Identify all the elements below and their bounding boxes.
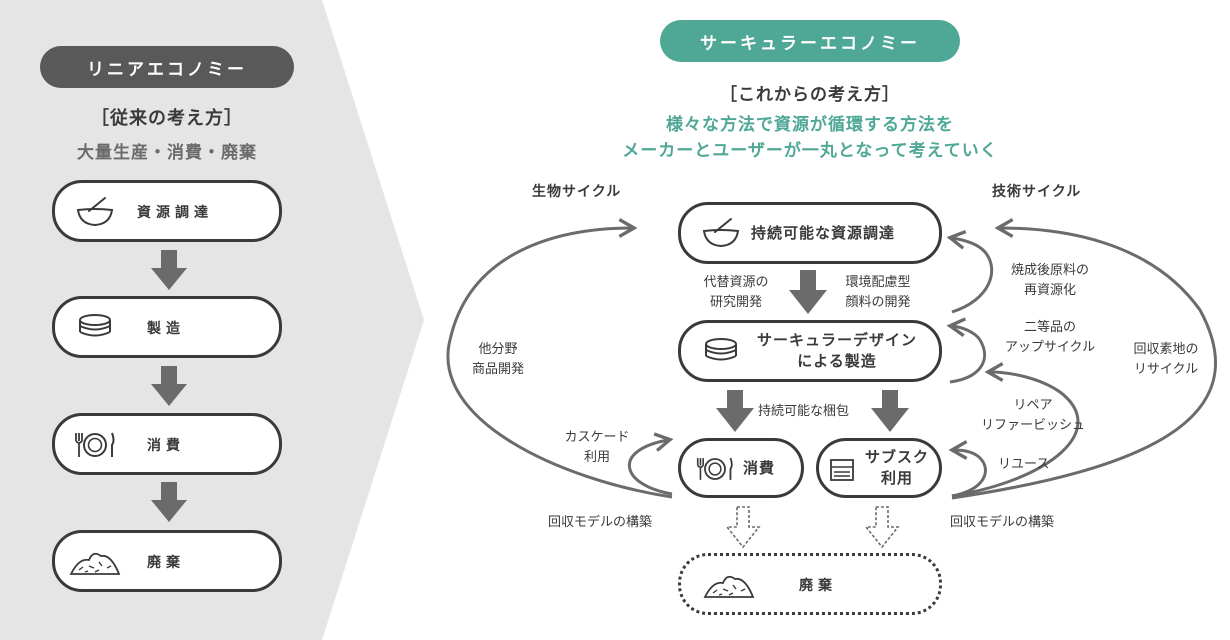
plates-icon (705, 338, 737, 361)
ann-second-grade: 二等品の アップサイクル (990, 318, 1110, 358)
node-circular-design: サーキュラーデザイン による製造 (678, 320, 942, 382)
node-design-line-2: による製造 (797, 352, 877, 370)
ann-alt-resource-2: 研究開発 (709, 295, 762, 310)
ann-body-recycle-2: リサイクル (1133, 362, 1199, 377)
ann-cascade-2: 利用 (583, 450, 610, 465)
linear-badge-label: リニアエコノミー (87, 59, 247, 80)
subscription-box-icon (830, 459, 854, 481)
cascade-curve (627, 432, 674, 496)
linear-step-consume: 消費 (52, 413, 282, 475)
linear-step-sourcing-label: 資源調達 (137, 205, 213, 221)
reuse-curve (948, 440, 987, 498)
ann-other-field-2: 商品開発 (471, 362, 524, 377)
node-sustainable-sourcing: 持続可能な資源調達 (678, 202, 942, 264)
ann-cascade-1: カスケード (564, 430, 630, 445)
ann-other-field: 他分野 商品開発 (458, 340, 538, 380)
ann-reuse: リユース (998, 457, 1050, 472)
ann-packaging: 持続可能な梱包 (758, 404, 850, 419)
tech-cycle-label: 技術サイクル (992, 184, 1082, 200)
ann-eco-pigment-2: 顔料の開発 (845, 295, 911, 310)
ann-cascade: カスケード 利用 (552, 428, 642, 468)
ann-other-field-1: 他分野 (478, 342, 518, 357)
ann-repair: リペア リファービッシュ (968, 396, 1098, 436)
circular-badge-label: サーキュラーエコノミー (700, 33, 920, 54)
node-subscription-line-2: 利用 (880, 469, 913, 487)
ann-body-recycle: 回収素地の リサイクル (1118, 340, 1214, 380)
linear-subtitle: ［従来の考え方］ (91, 108, 243, 129)
repair-curve (951, 362, 1080, 498)
linear-step-manufacture: 製造 (52, 296, 282, 358)
linear-step-waste: 廃棄 (52, 530, 282, 592)
linear-step-sourcing: 資源調達 (52, 180, 282, 242)
bowl-icon (76, 197, 114, 227)
plates-icon (79, 314, 111, 337)
node-consume-label: 消費 (743, 459, 776, 477)
ann-second-grade-1: 二等品の (1023, 320, 1076, 335)
ann-second-grade-2: アップサイクル (1004, 340, 1096, 355)
circular-down-arrows (716, 270, 909, 432)
ann-collect-left: 回収モデルの構築 (548, 515, 653, 530)
linear-down-arrows (151, 250, 187, 522)
bowl-icon (702, 218, 740, 248)
node-waste: 廃棄 (678, 553, 942, 615)
node-subscription-label: サブスク 利用 (857, 447, 937, 489)
ann-eco-pigment-1: 環境配慮型 (845, 275, 911, 290)
circular-subtitle: ［これからの考え方］ (720, 85, 900, 105)
node-design-line-1: サーキュラーデザイン (756, 331, 917, 349)
dining-icon (696, 457, 733, 480)
linear-economy-badge: リニアエコノミー (40, 46, 294, 88)
ann-collect-right: 回収モデルの構築 (950, 515, 1055, 530)
bio-cycle-curve (446, 218, 673, 499)
linear-description: 大量生産・消費・廃棄 (77, 143, 257, 163)
waste-pile-icon (69, 552, 121, 575)
node-subscription: サブスク 利用 (816, 438, 942, 498)
ann-alt-resource-1: 代替資源の (703, 275, 769, 290)
ann-refired-2: 再資源化 (1023, 283, 1076, 298)
bio-cycle-label: 生物サイクル (532, 184, 622, 200)
node-waste-label: 廃棄 (799, 578, 837, 594)
node-sourcing-label: 持続可能な資源調達 (751, 224, 896, 242)
linear-step-waste-label: 廃棄 (147, 555, 185, 571)
waste-pile-icon (703, 575, 755, 598)
ann-repair-1: リペア (1013, 398, 1053, 413)
ann-alt-resource: 代替資源の 研究開発 (692, 273, 780, 313)
circular-tagline-2: メーカーとユーザーが一丸となって考えていく (622, 141, 998, 161)
waste-dashed-arrows (725, 506, 900, 549)
ann-repair-2: リファービッシュ (980, 418, 1085, 433)
ann-eco-pigment: 環境配慮型 顔料の開発 (832, 273, 924, 313)
linear-step-consume-label: 消費 (147, 438, 185, 454)
upcycle-curve (946, 317, 987, 384)
circular-economy-badge: サーキュラーエコノミー (660, 20, 960, 62)
ann-body-recycle-1: 回収素地の (1133, 342, 1199, 357)
linear-step-manufacture-label: 製造 (147, 321, 185, 337)
tech-cycle-curve (951, 218, 1218, 500)
node-subscription-line-1: サブスク (864, 448, 929, 466)
dining-icon (75, 432, 115, 457)
circular-tagline-1: 様々な方法で資源が循環する方法を (666, 115, 954, 135)
refire-curve (946, 230, 994, 314)
node-design-label: サーキュラーデザイン による製造 (751, 330, 923, 372)
ann-refired: 焼成後原料の 再資源化 (1000, 261, 1100, 301)
ann-refired-1: 焼成後原料の (1010, 263, 1089, 278)
node-consume: 消費 (678, 438, 804, 498)
